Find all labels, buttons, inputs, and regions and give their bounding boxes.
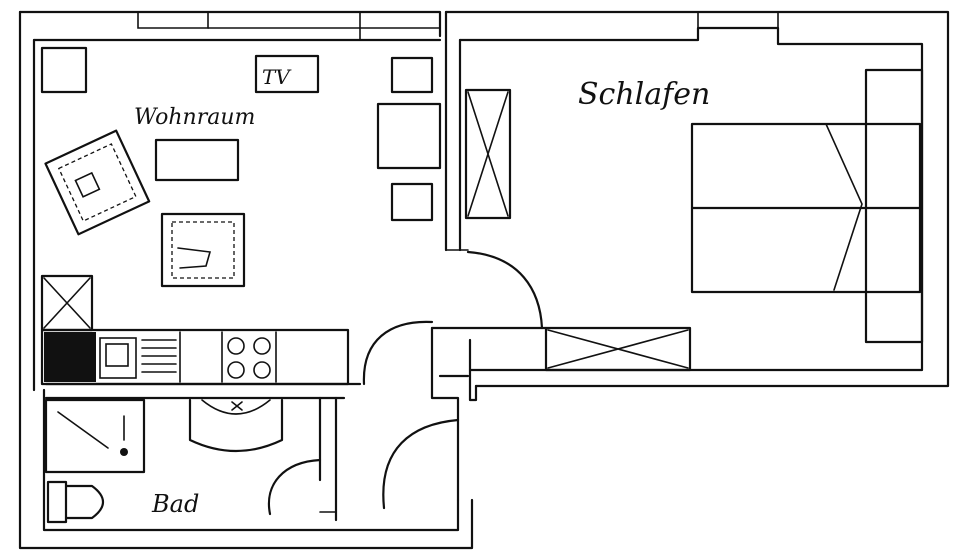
room-label-bedroom: Schlafen: [578, 77, 710, 112]
kitchen-counter: [40, 328, 350, 386]
armchair-2: [160, 212, 246, 288]
coffee-table: [154, 138, 240, 182]
armchair: [44, 129, 151, 236]
sink: [99, 337, 137, 379]
dresser: [544, 326, 692, 372]
room-label-bath: Bad: [151, 490, 199, 518]
bedroom-furniture: [464, 68, 924, 372]
stove: [227, 337, 271, 379]
toilet: [64, 484, 105, 520]
shower: [44, 398, 146, 474]
bath-fixtures: [44, 398, 284, 524]
room-label-living: Wohnraum: [134, 105, 255, 130]
wardrobe: [464, 88, 512, 220]
tv-box: [254, 54, 320, 94]
washbasin: [188, 398, 284, 453]
tv-label: TV: [262, 65, 292, 89]
bed-side: [864, 68, 924, 344]
drain: [120, 448, 128, 456]
fridge: [44, 332, 96, 382]
chair-bottom: [390, 182, 434, 222]
dining-table: [376, 102, 442, 170]
side-table: [40, 46, 88, 94]
chair-top: [390, 56, 434, 94]
toilet-tank: [46, 480, 68, 524]
outer-walls: [18, 10, 950, 550]
doors: [267, 250, 544, 516]
living-furniture: [40, 46, 442, 386]
